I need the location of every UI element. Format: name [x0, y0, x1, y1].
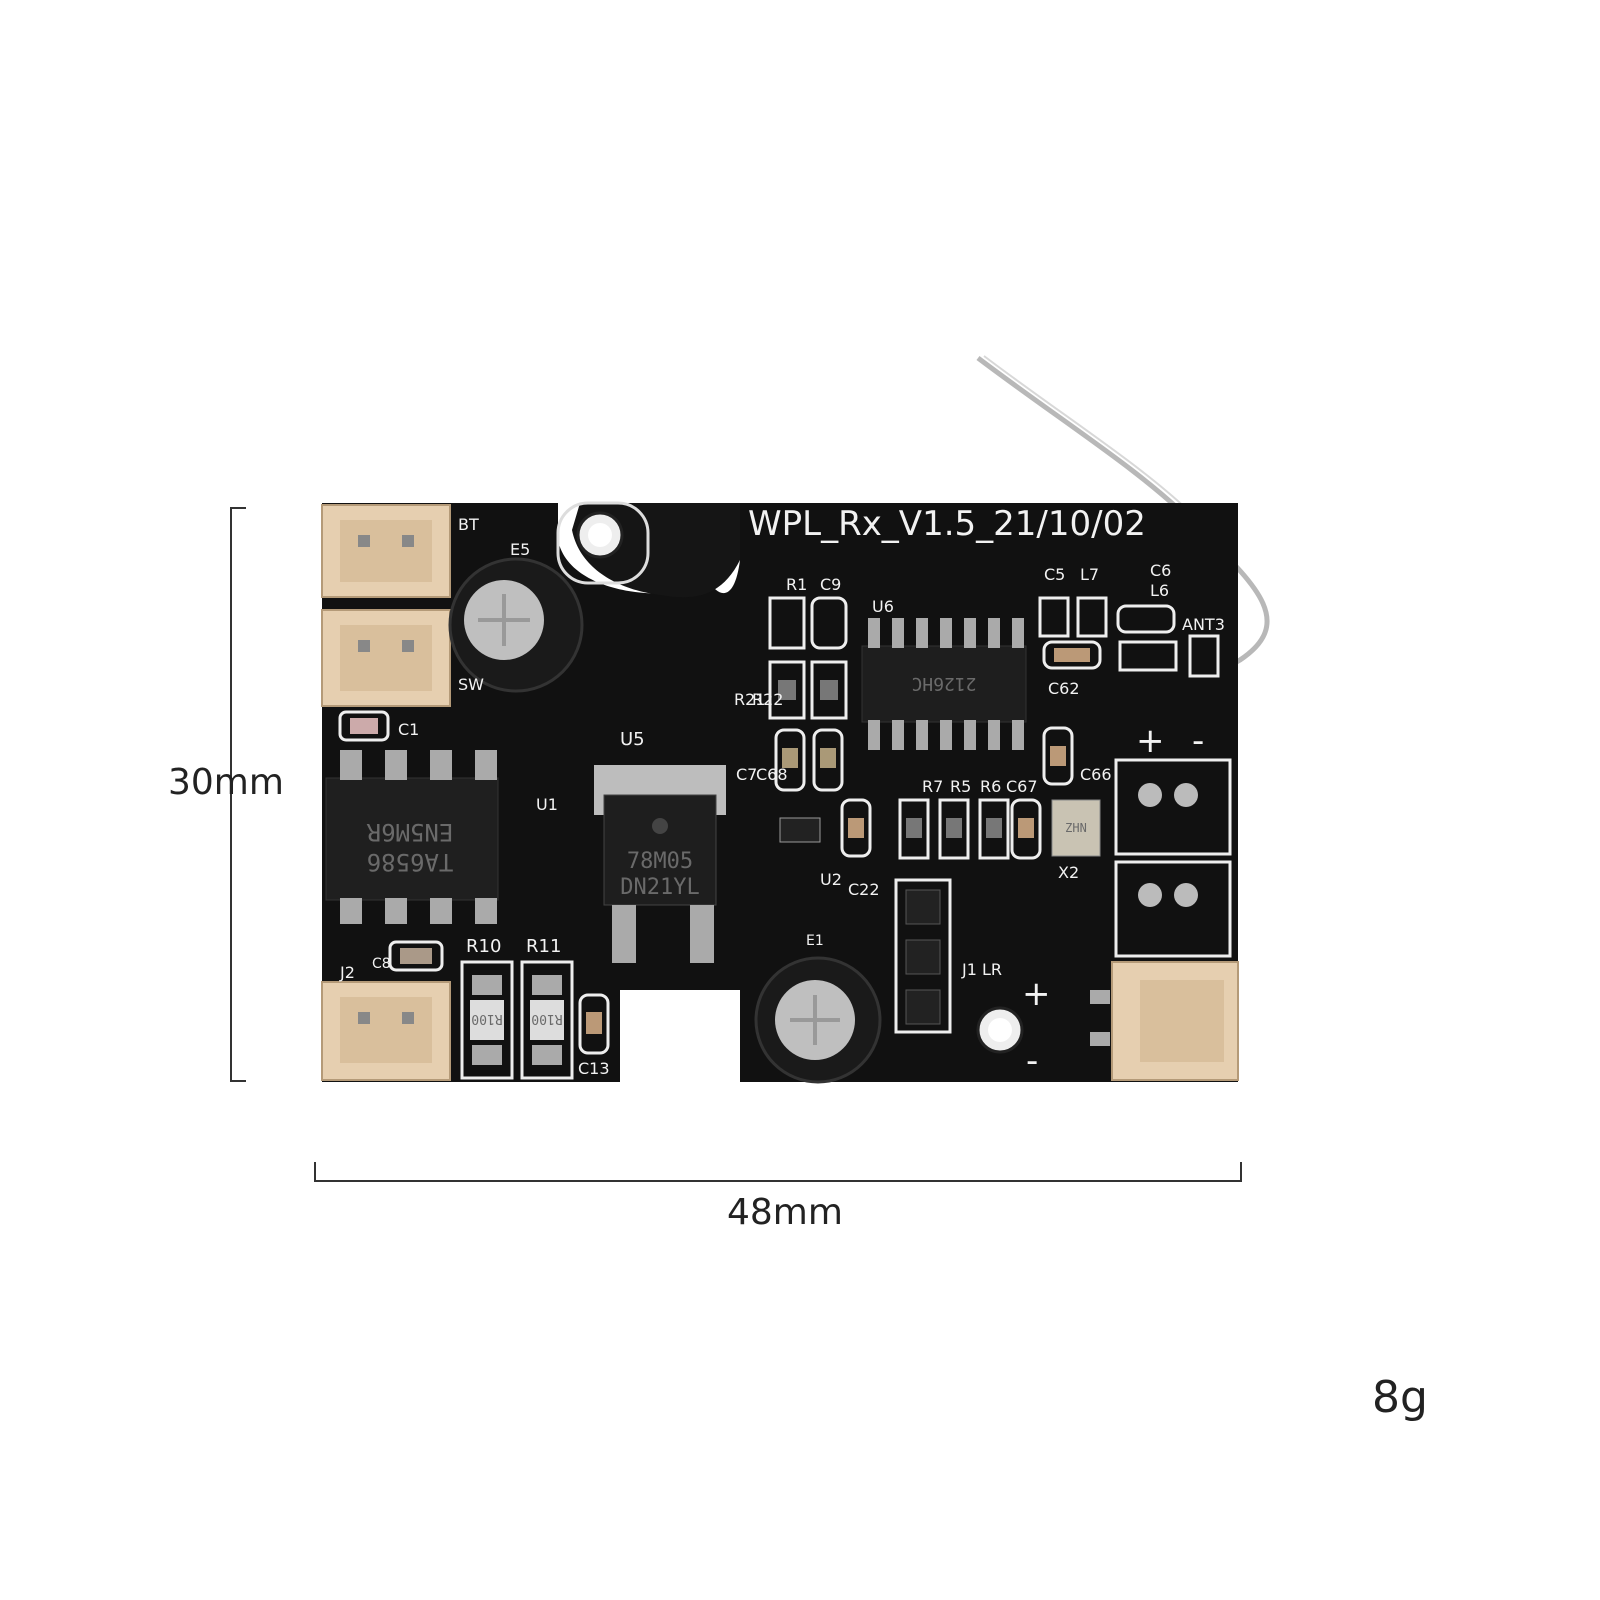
silk-r6: R6 — [980, 777, 1001, 796]
silk-l6: L6 — [1150, 581, 1169, 600]
silk-c68: C68 — [756, 765, 788, 784]
height-dimension-label: 30mm — [168, 762, 284, 803]
chip-u5: 78M05 DN21YL — [594, 765, 726, 963]
silk-c9: C9 — [820, 575, 841, 594]
header-j1 — [894, 878, 952, 1034]
width-dimension-label: 48mm — [727, 1192, 843, 1233]
chip-u1-line1: EN5M6R — [366, 818, 453, 846]
connector-sw — [321, 609, 451, 707]
capacitor-e1 — [754, 956, 882, 1084]
chip-u1: EN5M6R TA6586 — [325, 750, 499, 924]
silk-c66: C66 — [1080, 765, 1112, 784]
silk-sw: SW — [458, 675, 484, 694]
connector-j2 — [321, 981, 451, 1081]
width-dimension-line — [314, 1162, 1242, 1182]
silk-c1: C1 — [398, 720, 419, 739]
resistor-r11-mark: R100 — [531, 1011, 562, 1026]
silk-e1: E1 — [806, 933, 824, 949]
silk-u1: U1 — [536, 795, 558, 814]
chip-u5-line2: DN21YL — [620, 875, 699, 900]
silk-j1: J1 LR — [961, 960, 1002, 979]
silk-x2: X2 — [1058, 863, 1079, 882]
silk-u6: U6 — [872, 597, 894, 616]
resistor-r10-mark: R100 — [471, 1011, 502, 1026]
silk-c7: C7 — [736, 765, 757, 784]
silk-minus-1: - — [1192, 721, 1204, 761]
silk-bt: BT — [458, 515, 479, 534]
silk-l7: L7 — [1080, 565, 1099, 584]
silk-plus-1: + — [1136, 721, 1165, 761]
connector-right — [1090, 961, 1239, 1081]
silk-r5: R5 — [950, 777, 971, 796]
silk-r22: R22 — [752, 690, 783, 709]
capacitor-e5 — [448, 557, 584, 693]
silk-u5: U5 — [620, 729, 645, 750]
board-title: WPL_Rx_V1.5_21/10/02 — [748, 504, 1146, 544]
silk-r11: R11 — [526, 936, 561, 957]
silk-u2: U2 — [820, 870, 842, 889]
height-dimension-line — [230, 507, 246, 1082]
silk-j2: J2 — [339, 963, 355, 982]
smd-components: ZHN R100 R100 — [338, 596, 1220, 1080]
crystal-x2-mark: ZHN — [1065, 821, 1087, 835]
silk-ant3: ANT3 — [1182, 615, 1225, 634]
silk-c5: C5 — [1044, 565, 1065, 584]
silk-c13: C13 — [578, 1059, 610, 1078]
silk-plus-2: + — [1022, 974, 1051, 1014]
silk-c62: C62 — [1048, 679, 1080, 698]
silk-r1: R1 — [786, 575, 807, 594]
silk-r21: R21 — [734, 690, 765, 709]
connector-bt — [321, 504, 451, 598]
chip-u5-line1: 78M05 — [627, 849, 693, 874]
silk-c67: C67 — [1006, 777, 1038, 796]
chip-u6-line1: 2126HC — [911, 673, 976, 694]
chip-u6: 2126HC — [861, 618, 1027, 750]
chip-u1-line2: TA6586 — [367, 848, 454, 876]
pads-right — [1114, 758, 1232, 958]
weight-label: 8g — [1372, 1372, 1428, 1423]
silk-e5: E5 — [510, 540, 530, 559]
silk-minus-2: - — [1026, 1041, 1038, 1081]
silk-c22: C22 — [848, 880, 880, 899]
silk-r7: R7 — [922, 777, 943, 796]
silk-c8: C8 — [372, 956, 391, 972]
silk-r10: R10 — [466, 936, 501, 957]
silk-c6: C6 — [1150, 561, 1171, 580]
